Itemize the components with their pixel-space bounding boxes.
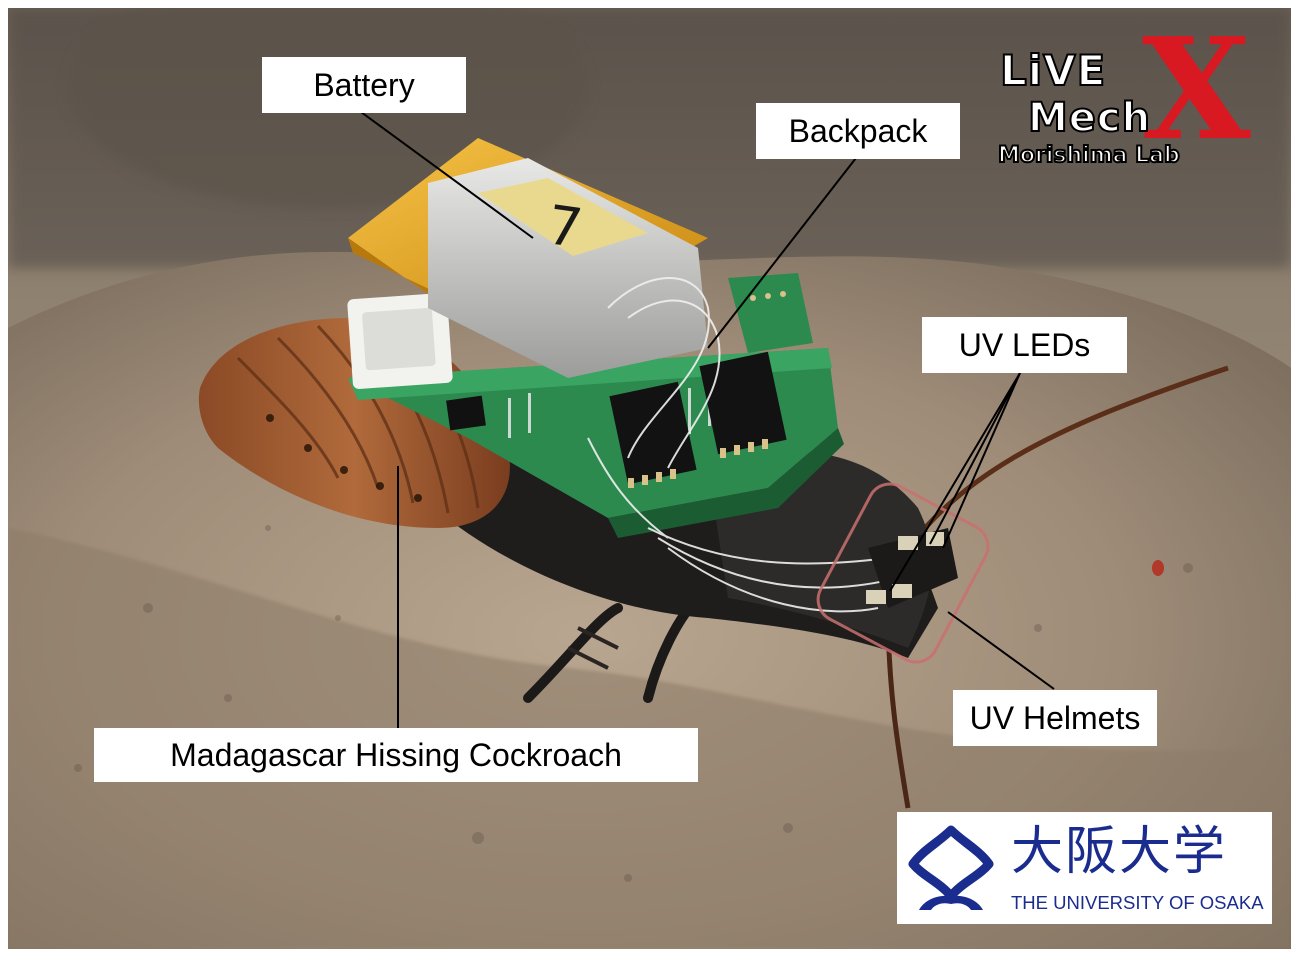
lab-logo-line1: LiVE: [999, 46, 1107, 95]
backpack-label: Backpack: [756, 103, 960, 159]
livemech-lab-logo: X LiVE Mech Morishima Lab: [992, 20, 1282, 178]
cockroach-label: Madagascar Hissing Cockroach: [94, 728, 698, 782]
lab-logo-line3: Morishima Lab: [997, 143, 1181, 168]
osaka-university-name-kanji: 大阪大学: [1011, 822, 1228, 882]
battery-label: Battery: [262, 57, 466, 113]
osaka-university-name-english: THE UNIVERSITY OF OSAKA: [1011, 892, 1264, 913]
lab-logo-x-mark: X: [1142, 8, 1251, 172]
osaka-university-emblem-icon: [908, 825, 994, 910]
uv-leds-label: UV LEDs: [922, 317, 1127, 373]
lab-logo-line2: Mech: [1027, 95, 1152, 141]
uv-helmets-label: UV Helmets: [953, 690, 1157, 746]
osaka-university-logo: 大阪大学 THE UNIVERSITY OF OSAKA: [897, 812, 1272, 924]
